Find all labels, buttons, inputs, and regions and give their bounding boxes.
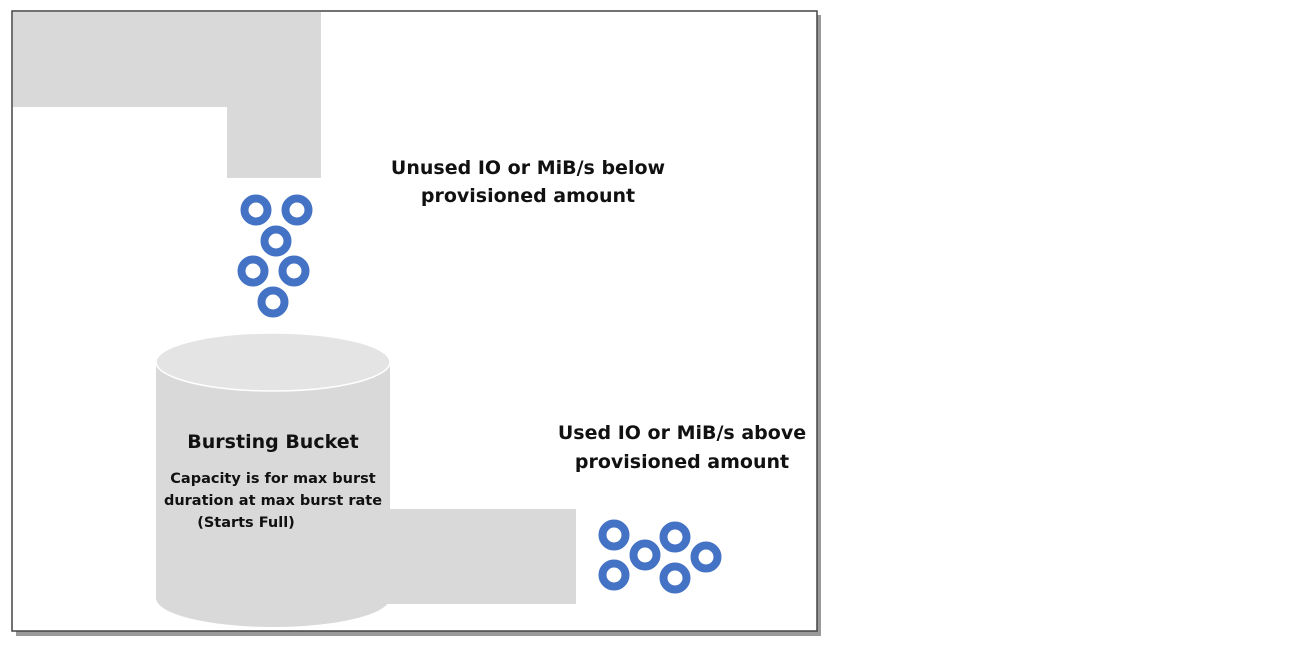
outflow-tokens [598, 519, 722, 594]
io-token-ring-icon [629, 539, 661, 571]
bucket-desc-line3: (Starts Full) [197, 515, 295, 531]
bucket-top [155, 332, 391, 392]
io-token-ring-icon [281, 194, 313, 226]
io-token-ring-icon [659, 521, 691, 553]
bucket-desc-line1: Capacity is for max burst [170, 471, 375, 487]
inflow-tokens [237, 194, 313, 318]
io-token-ring-icon [659, 562, 691, 594]
bucket-body [156, 362, 390, 627]
io-token-ring-icon [690, 541, 722, 573]
inflow-label-line2: provisioned amount [421, 185, 635, 207]
io-token-ring-icon [260, 225, 292, 257]
io-token-ring-icon [257, 286, 289, 318]
outflow-pipe [385, 509, 576, 604]
outflow-label-line2: provisioned amount [575, 451, 789, 473]
bucket-title: Bursting Bucket [187, 431, 358, 453]
io-token-ring-icon [237, 255, 269, 287]
io-token-ring-icon [240, 194, 272, 226]
bucket-desc-line2: duration at max burst rate [164, 493, 382, 509]
outflow-label-line1: Used IO or MiB/s above [558, 422, 806, 444]
inflow-label-line1: Unused IO or MiB/s below [391, 157, 665, 179]
inflow-pipe [13, 12, 321, 178]
io-token-ring-icon [598, 559, 630, 591]
io-token-ring-icon [278, 255, 310, 287]
io-token-ring-icon [598, 519, 630, 551]
